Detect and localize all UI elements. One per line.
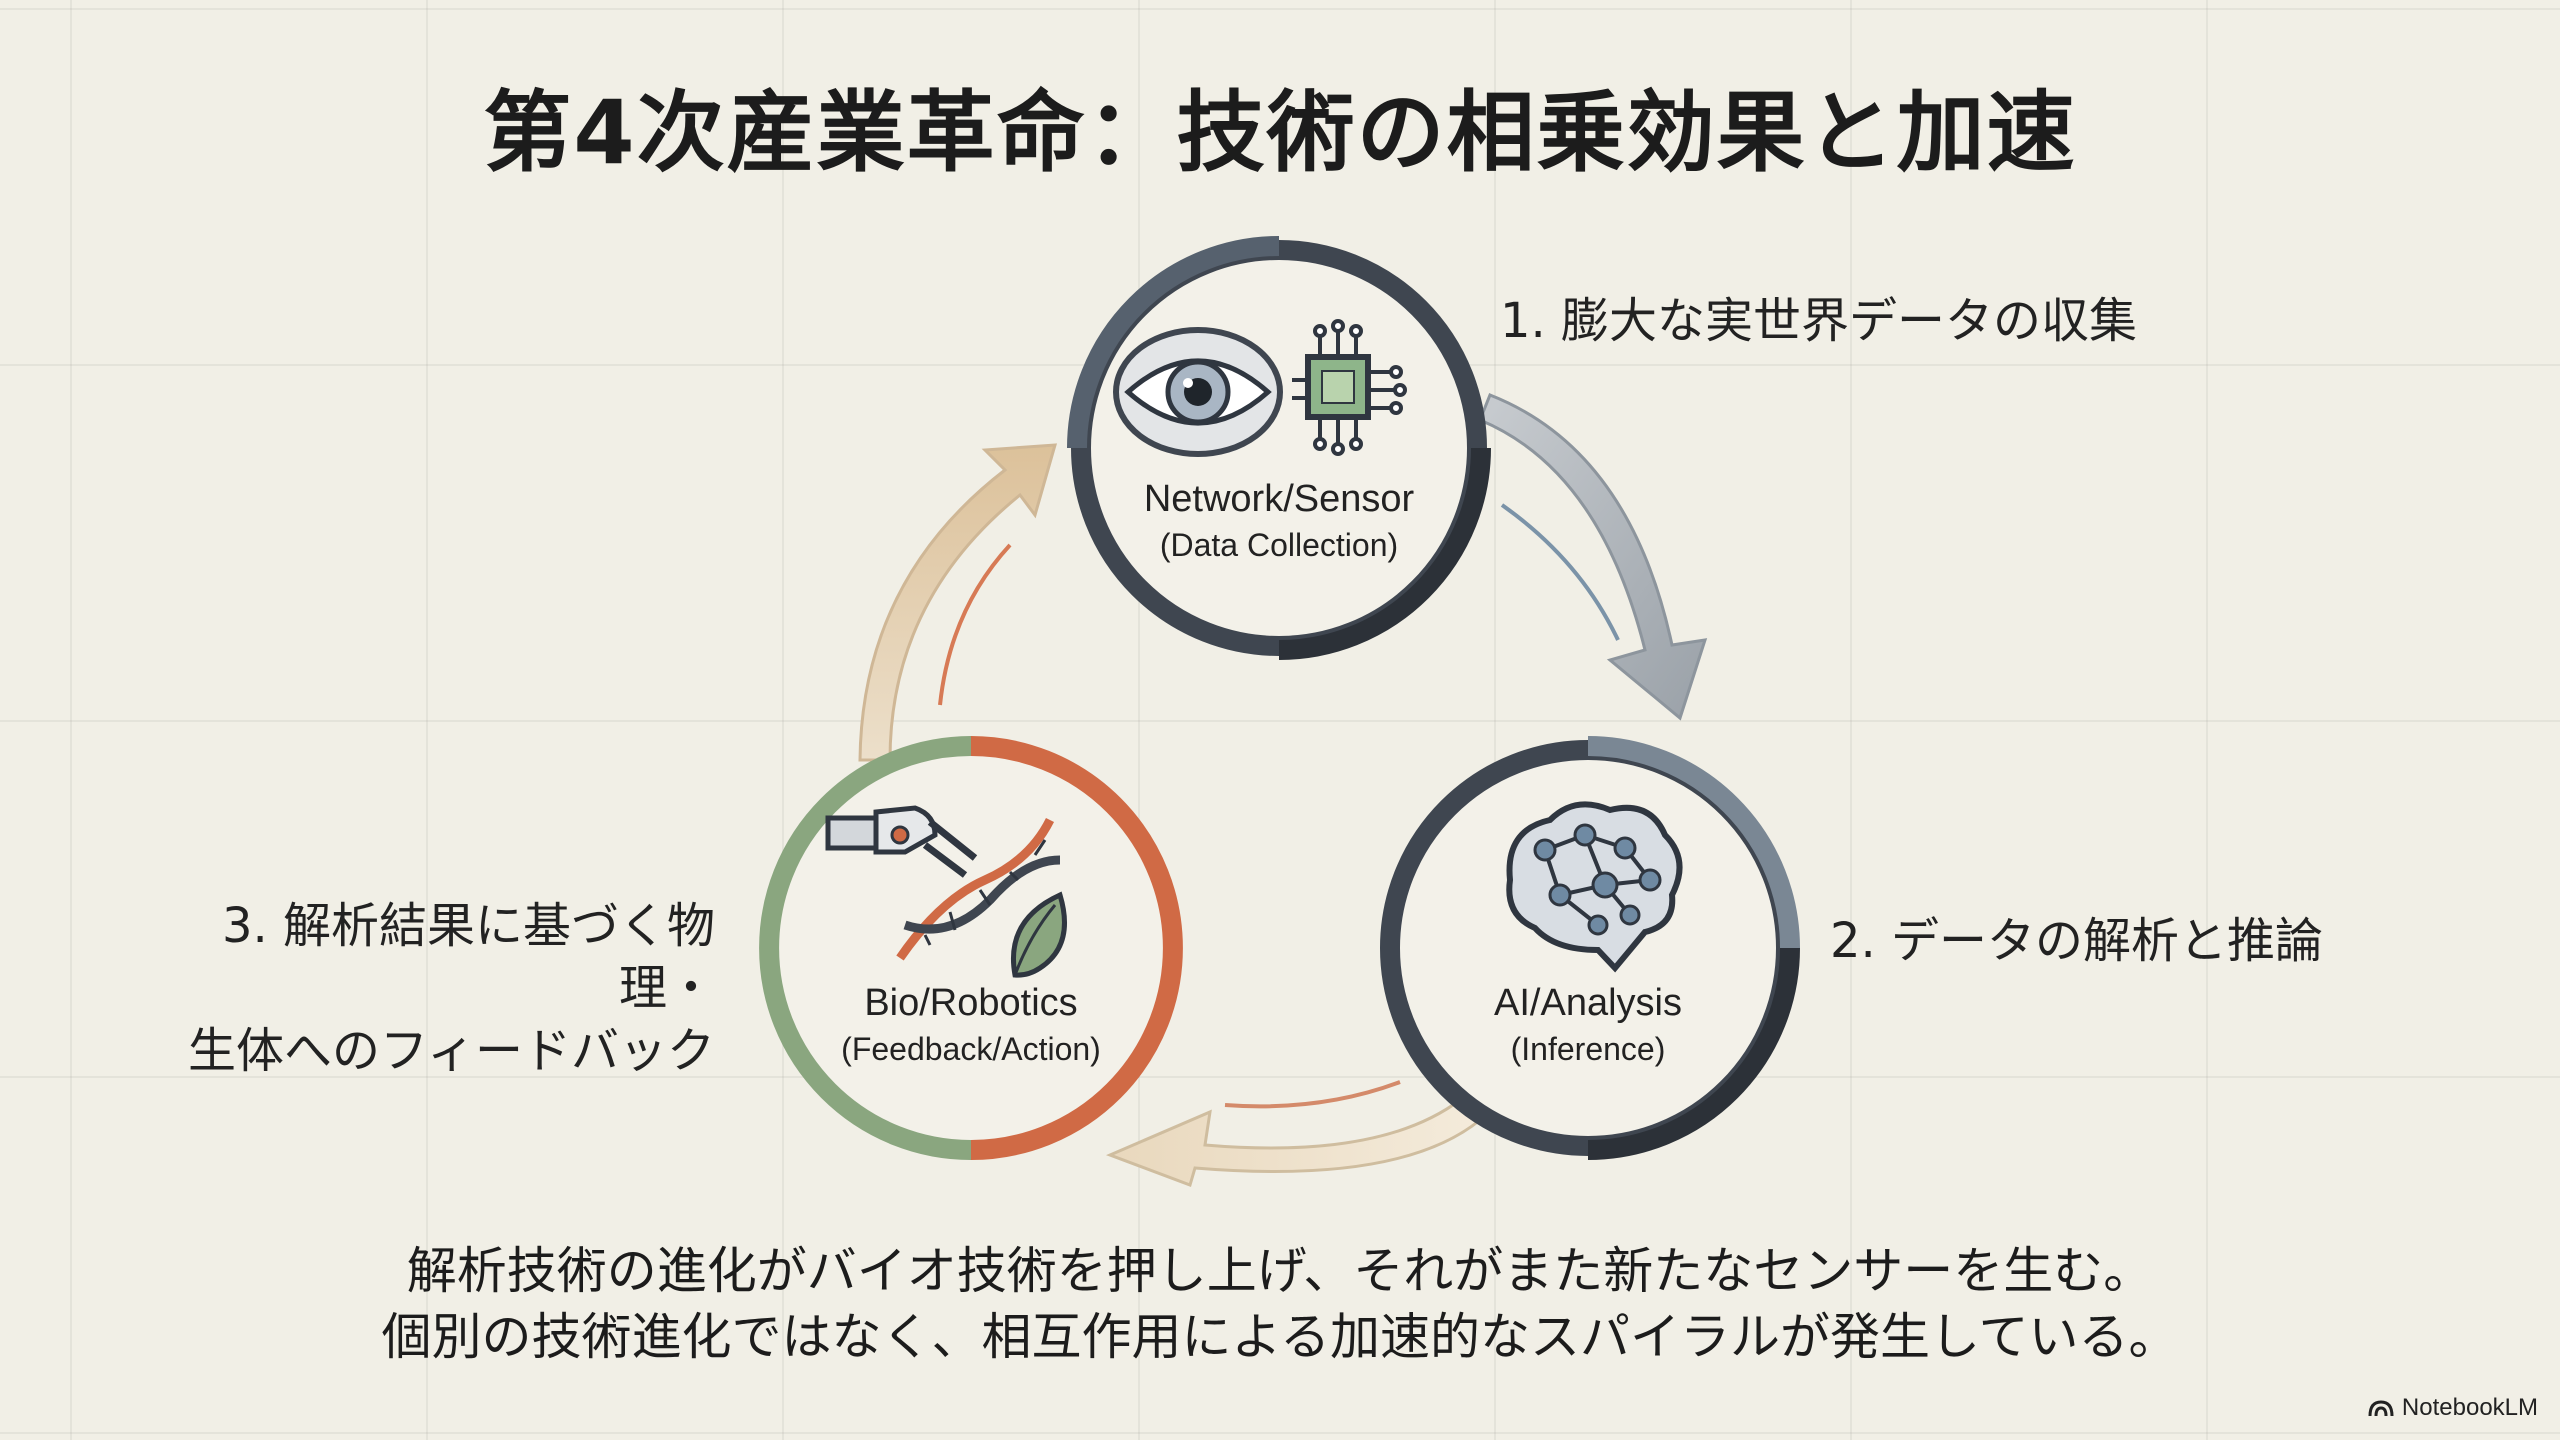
- arrow-sensor-to-ai: [1478, 393, 1708, 721]
- leaf-icon: [1011, 891, 1067, 978]
- node-ai-analysis: [1380, 736, 1800, 1160]
- node-label-bio-robotics: Bio/Robotics (Feedback/Action): [771, 982, 1171, 1068]
- notebooklm-logo-icon: [2368, 1400, 2394, 1417]
- node-label-ai-analysis: AI/Analysis (Inference): [1388, 982, 1788, 1068]
- node-subtitle: (Inference): [1510, 1031, 1666, 1067]
- summary-line-2: 個別の技術進化ではなく、相互作用による加速的なスパイラルが発生している。: [381, 1308, 2179, 1366]
- brand-watermark: NotebookLM: [2368, 1394, 2538, 1422]
- summary-line-1: 解析技術の進化がバイオ技術を押し上げ、それがまた新たなセンサーを生む。: [406, 1242, 2154, 1300]
- summary-text: 解析技術の進化がバイオ技術を押し上げ、それがまた新たなセンサーを生む。 個別の技…: [0, 1238, 2560, 1370]
- step-3-line-2: 生体へのフィードバック: [187, 1022, 715, 1079]
- node-label-network-sensor: Network/Sensor (Data Collection): [1079, 478, 1479, 564]
- brand-name: NotebookLM: [2401, 1394, 2538, 1421]
- node-bio-robotics: [759, 736, 1183, 1160]
- node-subtitle: (Data Collection): [1159, 527, 1399, 563]
- arrow-bio-to-sensor: [858, 443, 1058, 762]
- step-3-line-1: 3. 解析結果に基づく物理・: [221, 898, 715, 1017]
- step-2-label: 2. データの解析と推論: [1830, 913, 2324, 969]
- node-network-sensor: [1067, 236, 1491, 660]
- arrow-ai-to-bio: [1105, 1080, 1483, 1187]
- step-1-label: 1. 膨大な実世界データの収集: [1500, 293, 2138, 349]
- dna-icon: [896, 817, 1061, 961]
- brain-network-icon: [1506, 801, 1683, 973]
- node-title: AI/Analysis: [1494, 982, 1682, 1024]
- node-title: Network/Sensor: [1143, 478, 1415, 520]
- robot-hand-icon: [825, 805, 978, 878]
- step-3-label: 3. 解析結果に基づく物理・ 生体へのフィードバック: [145, 895, 715, 1082]
- page-title: 第4次産業革命：技術の相乗効果と加速: [483, 81, 2077, 184]
- eye-icon: [1113, 327, 1283, 457]
- chip-icon: [1292, 319, 1407, 456]
- node-subtitle: (Feedback/Action): [841, 1031, 1101, 1067]
- node-title: Bio/Robotics: [864, 982, 1078, 1024]
